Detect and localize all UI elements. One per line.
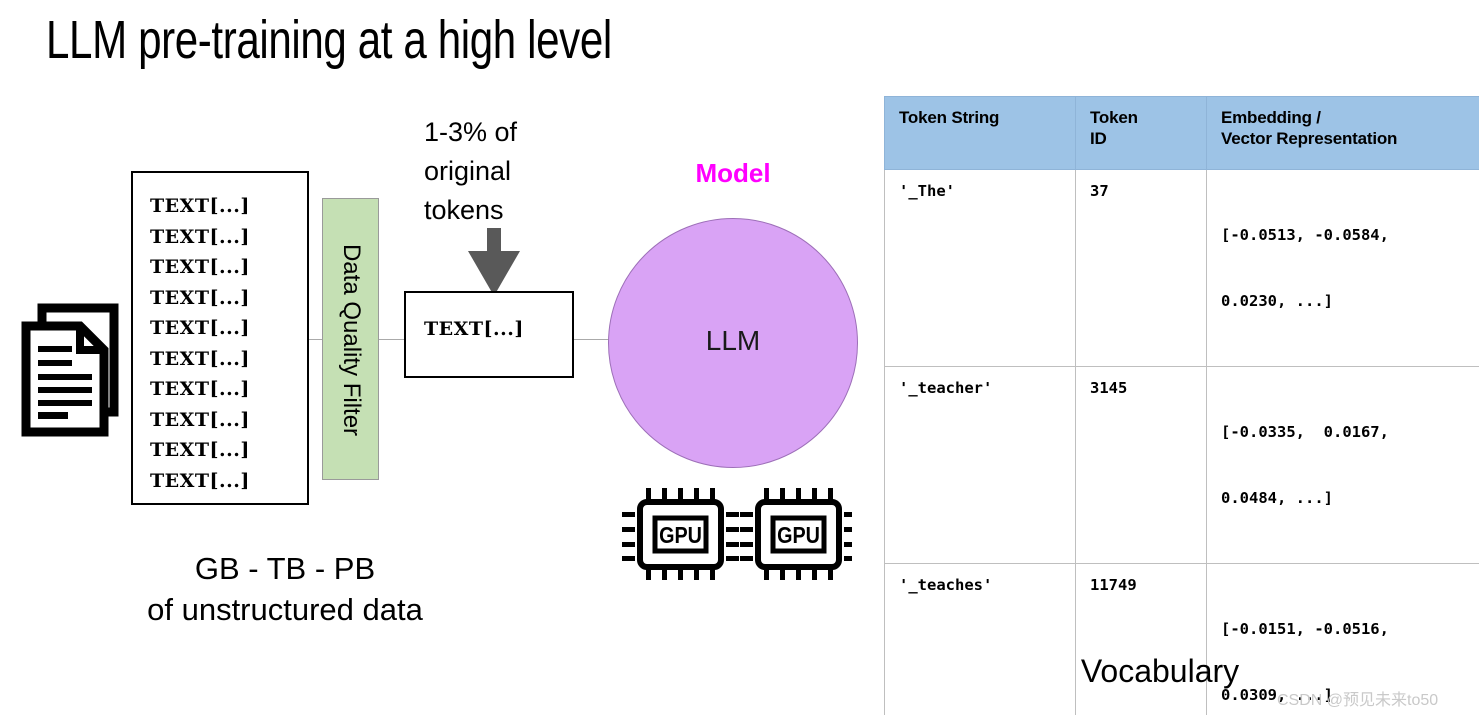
corpus-line: TEXT[...] [150,317,250,339]
cell-token-string: '_teacher' [884,366,1076,564]
table-row: '_teaches' 11749 [-0.0151, -0.0516, 0.03… [884,563,1479,715]
corpus-caption-line-2: of unstructured data [147,592,423,627]
cell-token-string: '_teaches' [884,563,1076,715]
header-line-2: ID [1090,129,1107,148]
annotation-line-1: 1-3% of [424,117,518,147]
corpus-line: TEXT[...] [150,347,250,370]
connector-filter-to-filtered [379,339,405,340]
cell-token-id: 3145 [1075,366,1207,564]
table-row: '_The' 37 [-0.0513, -0.0584, 0.0230, ...… [884,169,1479,367]
cell-token-id: 37 [1075,169,1207,367]
corpus-line: TEXT[...] [150,195,250,217]
annotation-line-3: tokens [424,195,504,225]
documents-icon [18,300,122,440]
corpus-caption-line-1: GB - TB - PB [194,551,376,586]
cell-embedding: [-0.0335, 0.0167, 0.0484, ...] [1206,366,1479,564]
down-arrow-icon [462,228,526,296]
svg-text:GPU: GPU [777,523,820,549]
filtered-text-box: TEXT[...] [404,291,574,378]
column-header-token-id: Token ID [1075,96,1207,170]
cell-token-id: 11749 [1075,563,1207,715]
filtered-text-label: TEXT[...] [424,318,524,340]
vocabulary-caption: Vocabulary [1080,653,1240,689]
connector-corpus-to-filter [309,339,323,340]
corpus-text-box: TEXT[...] TEXT[...] TEXT[...] TEXT[...] … [131,171,309,505]
gpu-hardware-row: GPU [622,488,857,580]
corpus-line: TEXT[...] [150,286,250,309]
embedding-line-1: [-0.0335, 0.0167, [1221,423,1389,441]
svg-text:GPU: GPU [659,523,702,549]
page-title: LLM pre-training at a high level [46,10,612,70]
corpus-line: TEXT[...] [150,408,250,431]
corpus-caption: GB - TB - PB of unstructured data [60,548,510,630]
embedding-line-2: 0.0309, ...] [1221,686,1333,704]
embedding-line-2: 0.0484, ...] [1221,489,1333,507]
header-line-1: Embedding / [1221,108,1321,127]
embedding-line-2: 0.0230, ...] [1221,292,1333,310]
column-header-token-string: Token String [884,96,1076,170]
model-label: Model [695,158,771,188]
table-header-row: Token String Token ID Embedding / Vector… [884,96,1479,170]
gpu-icon-1: GPU [622,488,739,580]
header-line-1: Token [1090,108,1138,127]
corpus-line: TEXT[...] [150,469,250,492]
header-line-1: Token String [899,108,1000,127]
annotation-line-2: original [424,156,512,186]
vocabulary-table: Token String Token ID Embedding / Vector… [884,96,1479,715]
cell-embedding: [-0.0151, -0.0516, 0.0309, ...] [1206,563,1479,715]
connector-filtered-to-model [574,339,614,340]
watermark: CSDN @预见未来to50 [1277,692,1439,709]
llm-circle-label: LLM [705,325,761,356]
gpu-icon-2: GPU [740,488,857,580]
cell-embedding: [-0.0513, -0.0584, 0.0230, ...] [1206,169,1479,367]
corpus-line: TEXT[...] [150,225,250,248]
data-quality-filter-box: Data Quality Filter [322,198,379,480]
column-header-embedding: Embedding / Vector Representation [1206,96,1479,170]
embedding-line-1: [-0.0513, -0.0584, [1221,226,1389,244]
corpus-line: TEXT[...] [150,256,250,278]
token-percentage-annotation: 1-3% of original tokens [424,113,574,230]
table-row: '_teacher' 3145 [-0.0335, 0.0167, 0.0484… [884,366,1479,564]
data-quality-filter-label: Data Quality Filter [338,243,365,437]
llm-circle: LLM [608,218,858,468]
corpus-line: TEXT[...] [150,378,250,400]
embedding-line-1: [-0.0151, -0.0516, [1221,620,1389,638]
header-line-2: Vector Representation [1221,129,1398,148]
corpus-line: TEXT[...] [150,439,250,461]
cell-token-string: '_The' [884,169,1076,367]
